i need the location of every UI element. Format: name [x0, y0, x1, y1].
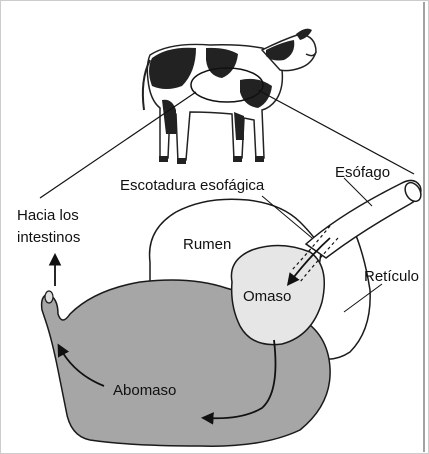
label-omaso: Omaso	[243, 288, 291, 305]
esofago-tube	[306, 180, 421, 258]
projection-line-right	[258, 90, 414, 174]
label-reticulo: Retículo	[364, 268, 419, 285]
label-abomaso: Abomaso	[113, 382, 176, 399]
label-hacia-line1: Hacia los	[17, 207, 79, 224]
label-esofago: Esófago	[335, 164, 390, 181]
label-hacia-line2: intestinos	[17, 229, 80, 246]
label-rumen: Rumen	[183, 236, 231, 253]
calf-illustration-icon	[143, 29, 316, 164]
esofago-pointer	[344, 178, 372, 206]
label-escotadura: Escotadura esofágica	[120, 177, 265, 194]
